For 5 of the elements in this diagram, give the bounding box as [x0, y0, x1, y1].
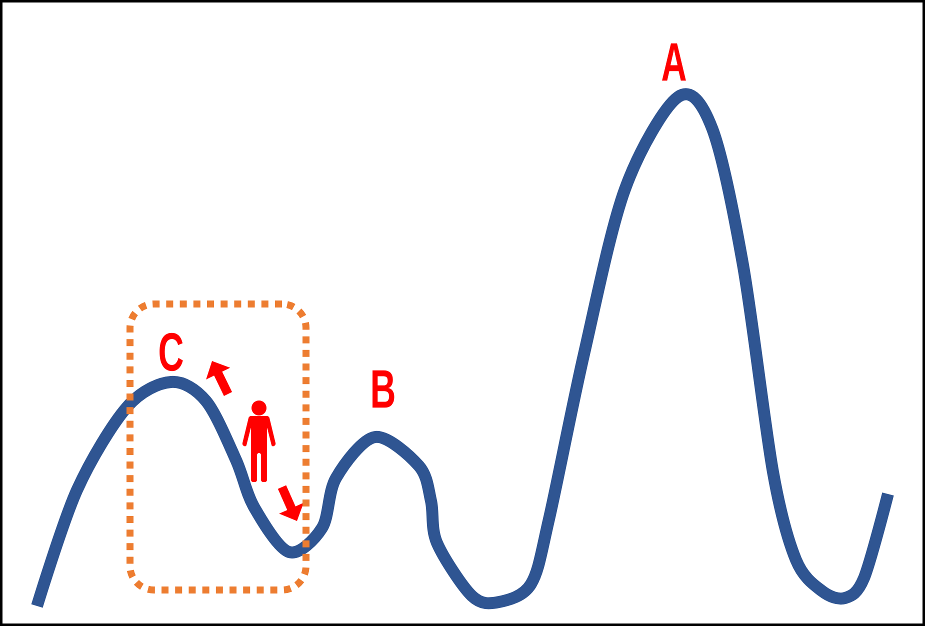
peak-label: B — [372, 370, 394, 408]
peak-label: C — [160, 332, 183, 372]
person-icon — [242, 400, 276, 482]
dotted-box — [126, 300, 310, 594]
peak-label: A — [662, 43, 686, 81]
